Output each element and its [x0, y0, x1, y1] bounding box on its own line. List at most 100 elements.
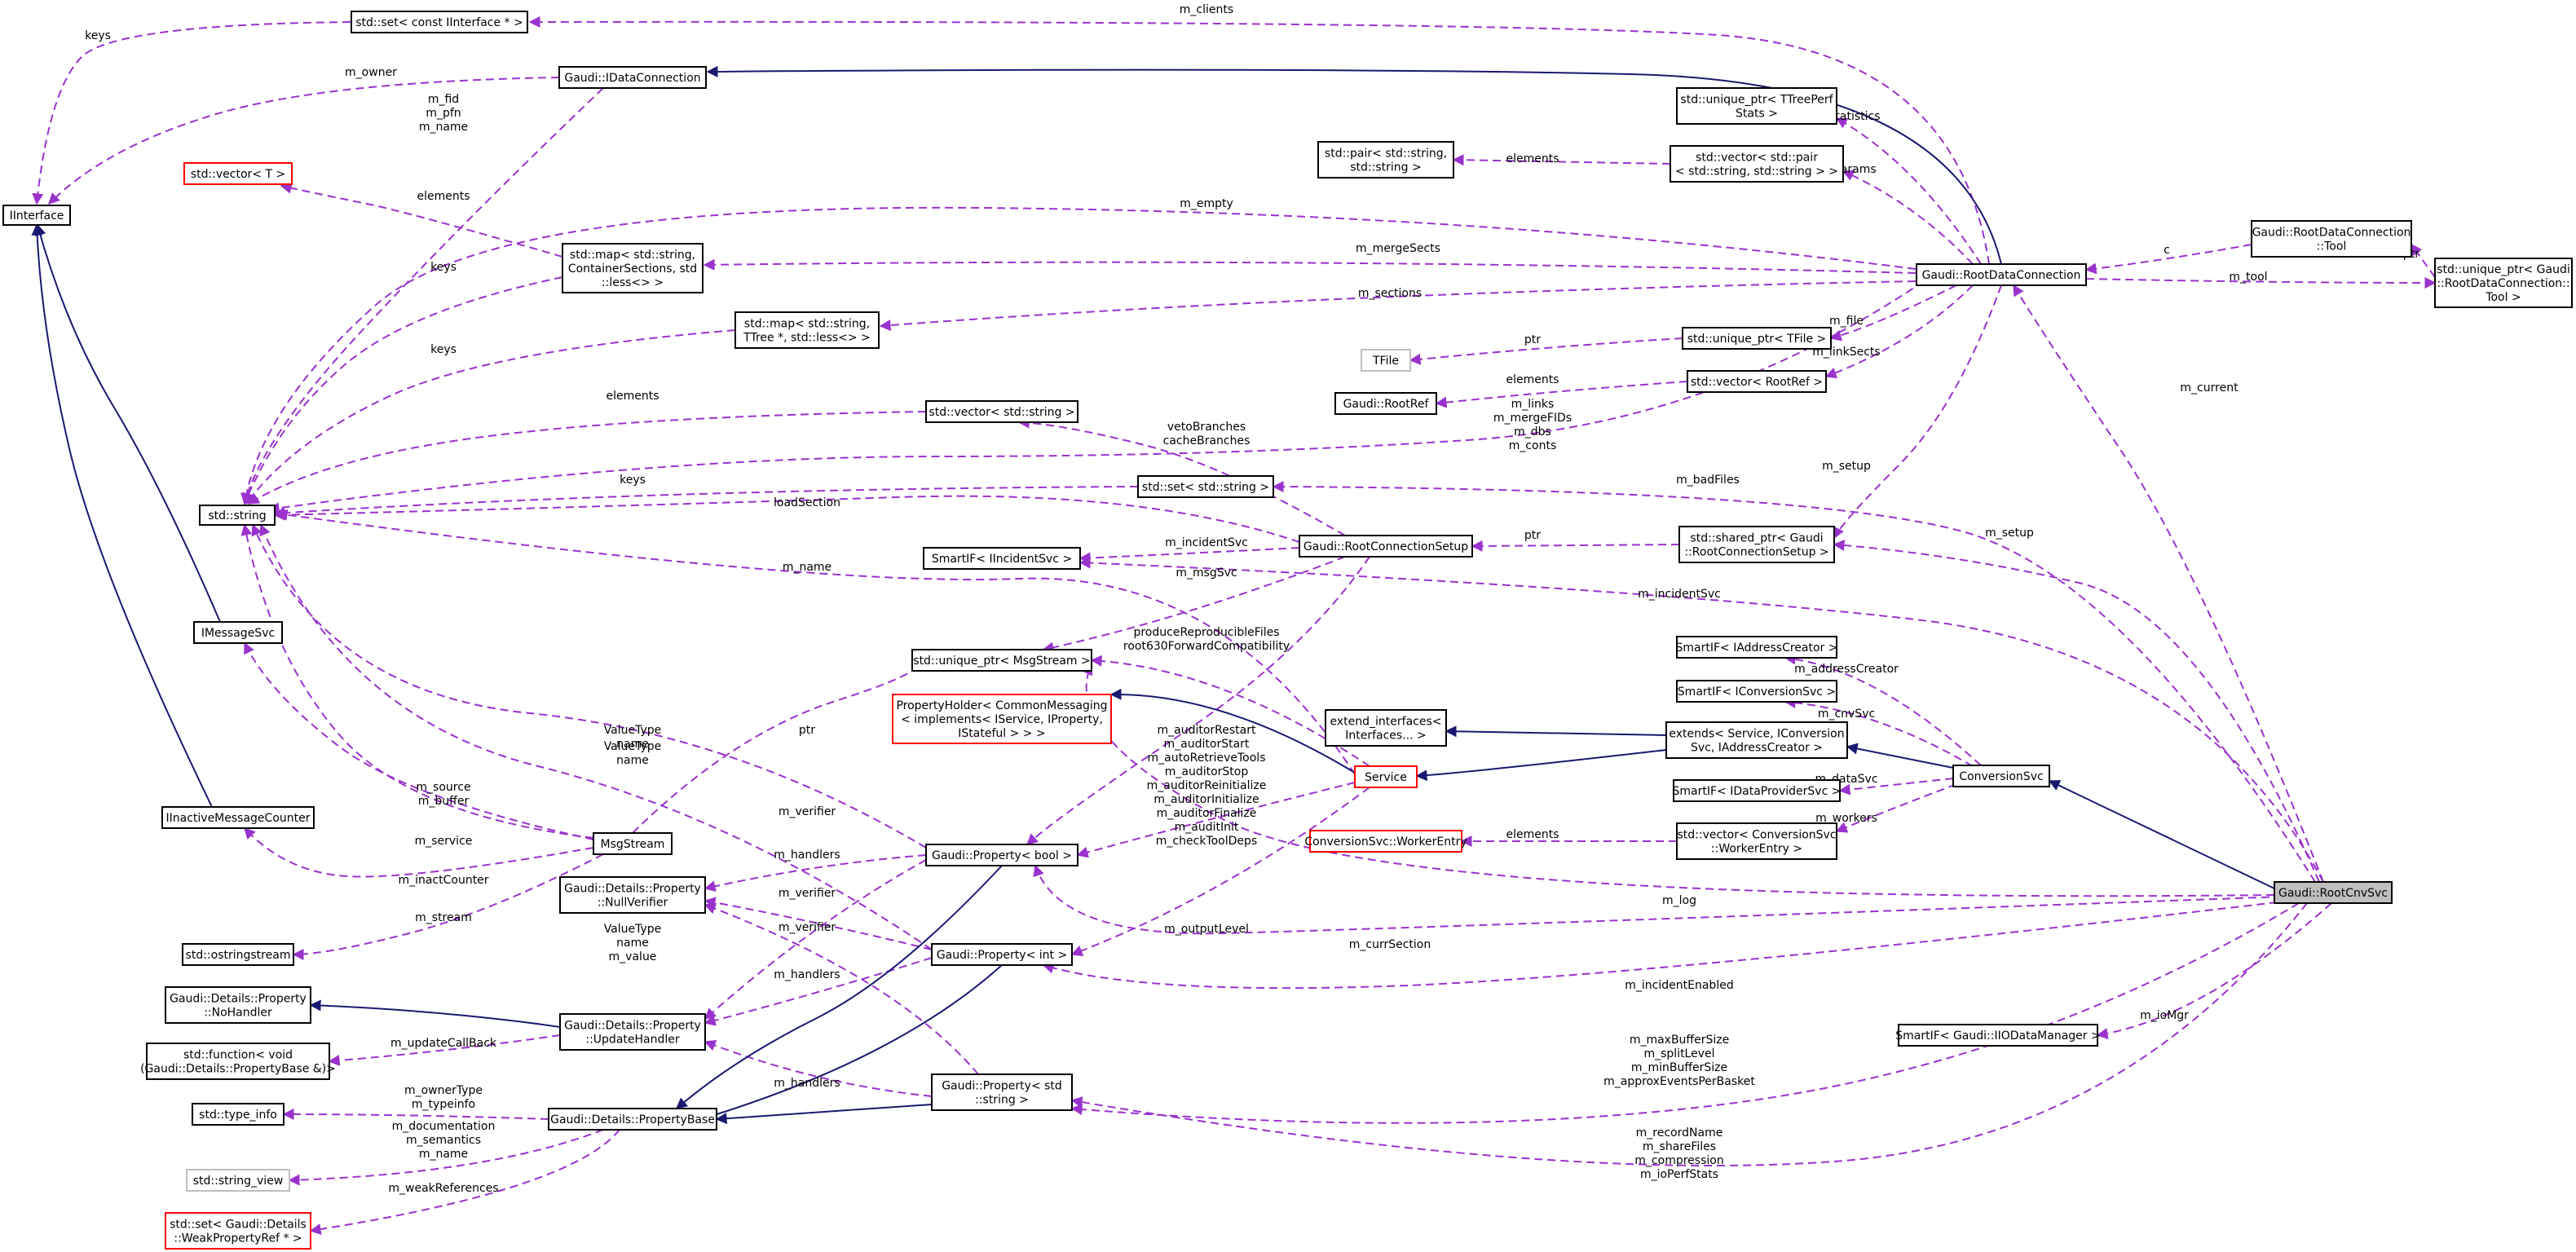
node-label: SmartIF< IDataProviderSvc > — [1673, 785, 1842, 798]
node-smartif-idataprovidersvc[interactable]: SmartIF< IDataProviderSvc > — [1673, 779, 1842, 802]
node-label: Gaudi::RootCnvSvc — [2278, 887, 2388, 900]
edge-rootcnvsvc-to-shared_rootconnectionsetup — [1833, 540, 2320, 883]
node-vector-workerentry[interactable]: std::vector< ConversionSvc::WorkerEntry … — [1676, 822, 1837, 860]
node-smartif-iconversionsvc[interactable]: SmartIF< IConversionSvc > — [1676, 680, 1837, 703]
node-rootdataconnection-tool[interactable]: Gaudi::RootDataConnection::Tool — [2251, 220, 2412, 258]
edge-label-loadsection: loadSection — [774, 496, 840, 509]
node-unique-tfile[interactable]: std::unique_ptr< TFile > — [1682, 327, 1832, 350]
edge-map_ttree-to-std_string — [245, 329, 736, 505]
node-function-void[interactable]: std::function< void(Gaudi::Details::Prop… — [140, 1043, 336, 1080]
edge-rootcnvsvc-to-rootdataconnection — [2013, 284, 2324, 883]
node-map-ttree[interactable]: std::map< std::string,TTree *, std::less… — [734, 311, 880, 349]
edge-idataconnection-to-std_string — [241, 87, 604, 505]
edge-imessagesvc-to-iinterface — [34, 223, 221, 623]
edge-property_int-to-nullverifier — [704, 897, 933, 950]
node-box — [182, 943, 294, 966]
node-rootdataconnection[interactable]: Gaudi::RootDataConnection — [1916, 263, 2087, 286]
node-box — [1676, 680, 1837, 703]
node-box — [1670, 145, 1844, 183]
node-box — [1665, 721, 1848, 759]
node-box — [1361, 349, 1411, 372]
node-smartif-iiodatamanager[interactable]: SmartIF< Gaudi::IIODataManager > — [1895, 1024, 2101, 1047]
node-string-view[interactable]: std::string_view — [186, 1169, 290, 1192]
node-box — [2274, 881, 2393, 904]
node-set-string[interactable]: std::set< std::string > — [1137, 475, 1274, 498]
node-map-container[interactable]: std::map< std::string,ContainerSections,… — [562, 243, 704, 293]
node-box — [1673, 779, 1841, 802]
node-rootref[interactable]: Gaudi::RootRef — [1334, 392, 1437, 415]
node-property-bool[interactable]: Gaudi::Property< bool > — [925, 844, 1078, 866]
node-box — [925, 844, 1078, 866]
node-box — [1676, 87, 1837, 125]
edge-rootconnectionsetup-to-property_bool — [1026, 556, 1370, 845]
node-unique-msgstream[interactable]: std::unique_ptr< MsgStream > — [911, 649, 1092, 672]
node-iinterface[interactable]: IInterface — [2, 205, 71, 226]
node-label: std::pair< std::string,std::string > — [1325, 148, 1447, 174]
node-box — [193, 621, 283, 644]
node-label: SmartIF< Gaudi::IIODataManager > — [1895, 1029, 2100, 1043]
edge-conversionsvc-to-smartif_iaddresscreator — [1784, 653, 1982, 766]
node-imessagesvc[interactable]: IMessageSvc — [193, 621, 283, 644]
edge-label-m-verifier-3: m_verifier — [779, 921, 836, 934]
edge-property_bool-to-std_string — [251, 523, 927, 849]
edge-label-m-weakreferences: m_weakReferences — [388, 1182, 498, 1195]
node-rootconnectionsetup[interactable]: Gaudi::RootConnectionSetup — [1299, 535, 1473, 558]
edge-label-elements-vector-t: elements — [417, 190, 470, 203]
edge-rootdataconnection-to-map_ttree — [879, 280, 1917, 332]
edge-msgstream-to-ostringstream — [292, 853, 604, 960]
edge-rootcnvsvc-to-smartif_iincidentsvc — [1078, 557, 2324, 883]
node-service[interactable]: Service — [1354, 765, 1418, 788]
node-label: std::vector< T > — [191, 168, 285, 181]
node-label: MsgStream — [601, 838, 665, 851]
node-label: std::string — [208, 509, 266, 522]
node-label: std::vector< std::string > — [929, 406, 1074, 419]
node-pair-string[interactable]: std::pair< std::string,std::string > — [1317, 141, 1454, 179]
node-box — [1676, 636, 1837, 659]
node-property-int[interactable]: Gaudi::Property< int > — [931, 943, 1073, 966]
node-unique-tool[interactable]: std::unique_ptr< Gaudi::RootDataConnecti… — [2434, 258, 2573, 308]
edge-label-m-setup-1: m_setup — [1822, 460, 1871, 473]
node-nohandler[interactable]: Gaudi::Details::Property::NoHandler — [165, 986, 311, 1024]
node-nullverifier[interactable]: Gaudi::Details::Property::NullVerifier — [559, 876, 706, 914]
node-set-const-iinterface[interactable]: std::set< const IInterface * > — [351, 11, 528, 33]
node-vector-rootref[interactable]: std::vector< RootRef > — [1687, 370, 1827, 393]
edge-label-elements-vector-string: elements — [606, 390, 659, 403]
node-label: std::vector< RootRef > — [1691, 376, 1823, 389]
node-box — [2251, 220, 2412, 258]
node-iinactivemessagecounter[interactable]: IInactiveMessageCounter — [161, 806, 315, 829]
node-label: SmartIF< IConversionSvc > — [1678, 686, 1836, 699]
node-box — [1137, 475, 1274, 498]
node-vector-t[interactable]: std::vector< T > — [183, 162, 293, 185]
node-conversionsvc[interactable]: ConversionSvc — [1952, 765, 2050, 787]
edge-property_string-to-propertybase — [715, 1104, 933, 1125]
node-propertybase[interactable]: Gaudi::Details::PropertyBase — [548, 1108, 717, 1131]
node-shared-rootconnectionsetup[interactable]: std::shared_ptr< Gaudi::RootConnectionSe… — [1678, 526, 1835, 563]
node-property-string[interactable]: Gaudi::Property< std::string > — [931, 1073, 1073, 1111]
node-msgstream[interactable]: MsgStream — [593, 832, 673, 855]
node-workerentry[interactable]: ConversionSvc::WorkerEntry — [1304, 830, 1467, 853]
edge-property_int-to-std_string — [259, 523, 933, 950]
node-updatehandler[interactable]: Gaudi::Details::Property::UpdateHandler — [559, 1013, 706, 1051]
edge-label-m-incidentenabled: m_incidentEnabled — [1625, 979, 1733, 992]
edge-property_bool-to-nullverifier — [704, 854, 927, 893]
node-rootcnvsvc[interactable]: Gaudi::RootCnvSvc — [2274, 881, 2393, 904]
node-type-info[interactable]: std::type_info — [192, 1103, 285, 1126]
node-vector-pair[interactable]: std::vector< std::pair< std::string, std… — [1670, 145, 1844, 183]
node-propertyholder[interactable]: PropertyHolder< CommonMessaging< impleme… — [892, 694, 1112, 744]
node-vector-string[interactable]: std::vector< std::string > — [925, 400, 1078, 423]
node-label: ConversionSvc — [1959, 770, 2043, 783]
node-ostringstream[interactable]: std::ostringstream — [182, 943, 294, 966]
node-tfile[interactable]: TFile — [1361, 349, 1411, 372]
node-smartif-iaddresscreator[interactable]: SmartIF< IAddressCreator > — [1675, 636, 1838, 659]
edge-label-keys-map-container: keys — [430, 261, 457, 274]
node-smartif-iincidentsvc[interactable]: SmartIF< IIncidentSvc > — [923, 547, 1081, 570]
node-set-weakpropertyref[interactable]: std::set< Gaudi::Details::WeakPropertyRe… — [165, 1212, 311, 1250]
node-box — [734, 311, 880, 349]
node-std-string[interactable]: std::string — [199, 505, 276, 526]
node-idataconnection[interactable]: Gaudi::IDataConnection — [558, 66, 707, 89]
node-extend-interfaces[interactable]: extend_interfaces<Interfaces... > — [1325, 709, 1447, 747]
